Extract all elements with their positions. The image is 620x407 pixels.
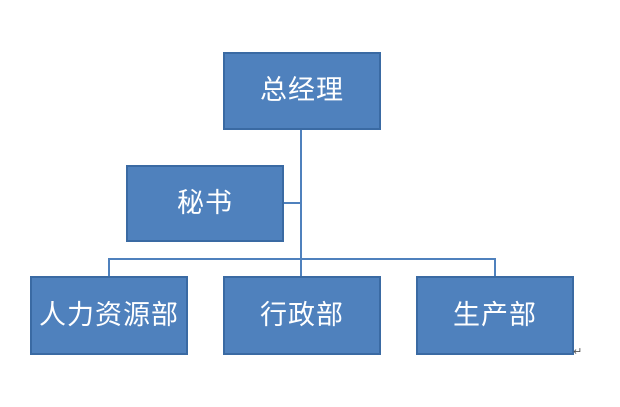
secretary-label: 秘书 (177, 187, 233, 219)
hr-department-box[interactable]: 人力资源部 (30, 276, 188, 355)
admin-department-label: 行政部 (260, 299, 344, 331)
secretary-box[interactable]: 秘书 (126, 165, 284, 242)
hr-department-label: 人力资源部 (39, 299, 179, 331)
production-department-label: 生产部 (453, 299, 537, 331)
admin-department-box[interactable]: 行政部 (223, 276, 381, 355)
production-department-box[interactable]: 生产部 (416, 276, 574, 355)
general-manager-label: 总经理 (260, 75, 344, 106)
general-manager-box[interactable]: 总经理 (223, 52, 381, 130)
paragraph-mark: ↵ (573, 345, 583, 358)
